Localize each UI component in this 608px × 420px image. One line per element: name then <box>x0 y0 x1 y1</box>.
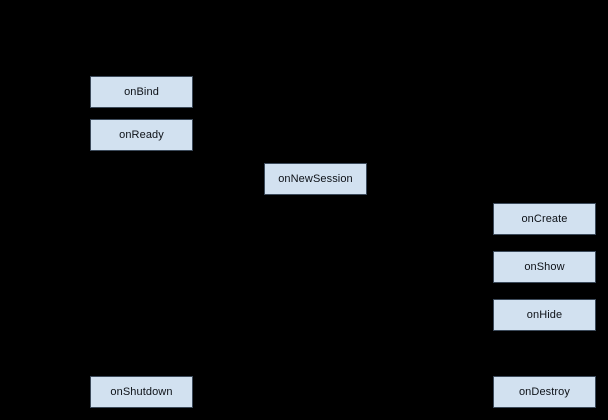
node-onShutdown[interactable]: onShutdown <box>90 376 193 408</box>
node-onDestroy[interactable]: onDestroy <box>493 376 596 408</box>
node-onNewSession[interactable]: onNewSession <box>264 163 367 195</box>
node-onReady[interactable]: onReady <box>90 119 193 151</box>
node-onHide[interactable]: onHide <box>493 299 596 331</box>
node-onCreate[interactable]: onCreate <box>493 203 596 235</box>
node-onBind[interactable]: onBind <box>90 76 193 108</box>
node-onShow[interactable]: onShow <box>493 251 596 283</box>
